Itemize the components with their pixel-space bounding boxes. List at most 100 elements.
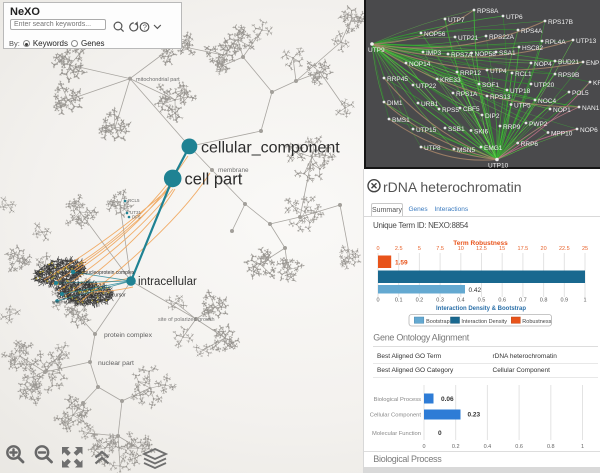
svg-text:1: 1 bbox=[583, 298, 586, 304]
svg-text:0.6: 0.6 bbox=[498, 298, 506, 304]
svg-text:RPS5: RPS5 bbox=[442, 107, 459, 114]
svg-text:UT31: UT31 bbox=[130, 210, 142, 215]
svg-text:NOP56: NOP56 bbox=[424, 31, 446, 38]
svg-text:Robustness: Robustness bbox=[522, 319, 551, 325]
svg-text:UTP6: UTP6 bbox=[506, 14, 523, 21]
svg-text:UTP9: UTP9 bbox=[368, 47, 385, 54]
svg-text:0.5: 0.5 bbox=[478, 298, 486, 304]
svg-text:RPS8A: RPS8A bbox=[477, 8, 499, 15]
svg-text:UTP18: UTP18 bbox=[510, 88, 531, 95]
svg-text:10: 10 bbox=[458, 246, 464, 252]
svg-text:UTP20: UTP20 bbox=[534, 82, 555, 89]
svg-text:rDNA heterochromatin: rDNA heterochromatin bbox=[493, 353, 558, 360]
svg-text:Term Robustness: Term Robustness bbox=[453, 240, 508, 247]
svg-text:mitochondrial part: mitochondrial part bbox=[136, 77, 180, 83]
svg-text:Interaction Density & Bootstra: Interaction Density & Bootstrap bbox=[436, 306, 526, 312]
svg-text:NOP6: NOP6 bbox=[580, 127, 598, 134]
svg-text:25: 25 bbox=[582, 246, 588, 252]
svg-text:RRP9: RRP9 bbox=[503, 124, 521, 131]
svg-text:small nucleolar RNP: small nucleolar RNP bbox=[52, 300, 93, 305]
svg-text:22.5: 22.5 bbox=[559, 246, 570, 252]
svg-text:0.8: 0.8 bbox=[547, 444, 555, 450]
svg-text:DF5: DF5 bbox=[132, 215, 141, 220]
svg-text:RPS1A: RPS1A bbox=[42, 272, 59, 278]
svg-text:SSA1: SSA1 bbox=[499, 50, 516, 57]
svg-text:RPS4A: RPS4A bbox=[521, 28, 543, 35]
svg-text:DIP2: DIP2 bbox=[485, 113, 500, 120]
svg-text:UTP22: UTP22 bbox=[416, 83, 437, 90]
svg-text:RRP12: RRP12 bbox=[460, 70, 481, 77]
svg-text:UTP5: UTP5 bbox=[514, 103, 531, 110]
svg-text:ribonucleoprotein complex: ribonucleoprotein complex bbox=[76, 270, 135, 276]
svg-text:Biological Process: Biological Process bbox=[373, 454, 442, 464]
svg-text:ribosome subunit: ribosome subunit bbox=[59, 282, 98, 288]
svg-text:membrane: membrane bbox=[218, 167, 249, 174]
svg-text:0.6: 0.6 bbox=[515, 444, 523, 450]
svg-text:MSN5: MSN5 bbox=[457, 147, 475, 154]
svg-text:intracellular: intracellular bbox=[138, 276, 197, 288]
svg-text:SSB1: SSB1 bbox=[448, 126, 465, 133]
svg-text:Best Aligned GO Category: Best Aligned GO Category bbox=[377, 367, 454, 374]
svg-text:nuclear part: nuclear part bbox=[98, 360, 134, 367]
svg-text:1.59: 1.59 bbox=[395, 260, 408, 267]
svg-text:0.8: 0.8 bbox=[540, 298, 548, 304]
svg-text:RPS1A: RPS1A bbox=[456, 91, 478, 98]
svg-text:cell part: cell part bbox=[185, 171, 243, 189]
svg-text:site of polarized growth: site of polarized growth bbox=[158, 317, 215, 323]
svg-text:0: 0 bbox=[376, 246, 379, 252]
svg-text:NAN1: NAN1 bbox=[582, 105, 600, 112]
svg-text:NOP58: NOP58 bbox=[475, 51, 497, 58]
svg-text:NOP1: NOP1 bbox=[553, 107, 571, 114]
svg-text:RRP45: RRP45 bbox=[387, 76, 408, 83]
svg-text:0.3: 0.3 bbox=[436, 298, 444, 304]
svg-text:15: 15 bbox=[499, 246, 505, 252]
svg-text:RPS7A: RPS7A bbox=[451, 52, 473, 59]
svg-text:5: 5 bbox=[418, 246, 421, 252]
svg-text:UTP8: UTP8 bbox=[424, 145, 441, 152]
svg-text:ENP1: ENP1 bbox=[586, 60, 600, 67]
svg-text:ribosomal subunit precursor: ribosomal subunit precursor bbox=[64, 293, 126, 299]
svg-text:HSC82: HSC82 bbox=[522, 45, 543, 52]
svg-text:RPS13: RPS13 bbox=[490, 94, 511, 101]
svg-text:?: ? bbox=[143, 23, 147, 32]
svg-text:0.42: 0.42 bbox=[469, 287, 482, 294]
svg-text:NOP14: NOP14 bbox=[409, 61, 431, 68]
svg-text:0: 0 bbox=[376, 298, 379, 304]
svg-text:SKI6: SKI6 bbox=[474, 129, 488, 136]
svg-text:UTP4: UTP4 bbox=[490, 68, 507, 75]
svg-text:protein complex: protein complex bbox=[104, 332, 153, 339]
svg-text:UTP10: UTP10 bbox=[488, 163, 509, 170]
svg-text:0.2: 0.2 bbox=[452, 444, 460, 450]
svg-text:RPL4A: RPL4A bbox=[545, 39, 566, 46]
svg-text:Cellular Component: Cellular Component bbox=[370, 413, 422, 419]
svg-text:NOC4: NOC4 bbox=[538, 98, 556, 105]
svg-text:RPS22A: RPS22A bbox=[489, 34, 515, 41]
svg-text:RPS17B: RPS17B bbox=[548, 19, 573, 26]
svg-text:0.7: 0.7 bbox=[519, 298, 527, 304]
svg-text:BMS1: BMS1 bbox=[392, 117, 410, 124]
svg-text:Bootstrap: Bootstrap bbox=[426, 319, 450, 325]
svg-text:KRE33: KRE33 bbox=[440, 77, 461, 84]
svg-text:0.23: 0.23 bbox=[468, 412, 481, 419]
svg-text:0.9: 0.9 bbox=[560, 298, 568, 304]
svg-text:0.1: 0.1 bbox=[395, 298, 403, 304]
svg-text:12.5: 12.5 bbox=[476, 246, 487, 252]
svg-text:MPP10: MPP10 bbox=[551, 131, 573, 138]
svg-text:2.5: 2.5 bbox=[395, 246, 403, 252]
svg-text:CBF5: CBF5 bbox=[463, 106, 480, 113]
svg-text:URB1: URB1 bbox=[421, 101, 439, 108]
svg-text:0.06: 0.06 bbox=[441, 396, 454, 403]
svg-text:0.2: 0.2 bbox=[416, 298, 424, 304]
svg-text:1: 1 bbox=[581, 444, 584, 450]
svg-text:Best Aligned GO Term: Best Aligned GO Term bbox=[377, 353, 441, 360]
svg-text:RCL5: RCL5 bbox=[128, 198, 140, 203]
svg-text:17.5: 17.5 bbox=[518, 246, 529, 252]
svg-text:UTP13: UTP13 bbox=[576, 38, 597, 45]
svg-text:0: 0 bbox=[422, 444, 425, 450]
svg-text:0: 0 bbox=[438, 430, 442, 437]
svg-text:UTP15: UTP15 bbox=[416, 127, 437, 134]
svg-text:DIM1: DIM1 bbox=[387, 100, 403, 107]
svg-text:0.4: 0.4 bbox=[484, 444, 492, 450]
svg-text:20: 20 bbox=[541, 246, 547, 252]
svg-text:IMP3: IMP3 bbox=[426, 50, 442, 57]
